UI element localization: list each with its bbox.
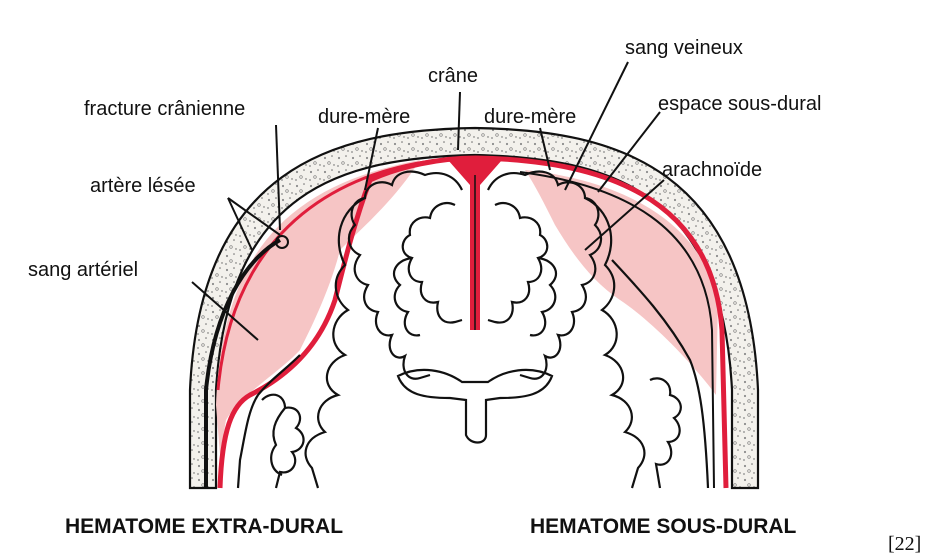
extradural-blood (216, 160, 420, 455)
label-dure-mere-right: dure-mère (484, 106, 576, 128)
label-arachnoide: arachnoïde (662, 159, 762, 181)
brain-left-inner (394, 203, 462, 335)
brain-right-gyri (650, 378, 681, 488)
ventricles (398, 370, 552, 443)
label-espace-sous-dural: espace sous-dural (658, 93, 821, 115)
label-dure-mere-left: dure-mère (318, 106, 410, 128)
label-crane: crâne (428, 65, 478, 87)
label-fracture-cranienne: fracture crânienne (84, 98, 245, 120)
brain-right-inner (488, 203, 556, 335)
reference-number: [22] (888, 533, 921, 555)
label-sang-arteriel: sang artériel (28, 259, 138, 281)
brain-left-gyri (262, 395, 304, 488)
label-artere-lesee: artère lésée (90, 175, 196, 197)
caption-subdural: HEMATOME SOUS-DURAL (530, 515, 797, 538)
caption-extradural: HEMATOME EXTRA-DURAL (65, 515, 343, 538)
label-sang-veineux: sang veineux (625, 37, 743, 59)
